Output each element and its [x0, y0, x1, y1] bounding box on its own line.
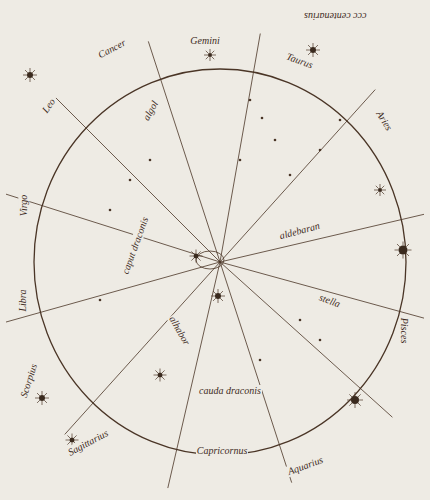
radial-line [220, 34, 260, 262]
star-symbol [347, 392, 363, 408]
handwritten-label: Aquarius [285, 453, 325, 477]
star-dot [261, 117, 264, 120]
handwritten-label: Aries [374, 107, 396, 132]
star-symbol [374, 184, 386, 196]
star-dot [149, 159, 152, 162]
handwritten-label: alhabor [167, 313, 193, 348]
handwritten-label: Cancer [96, 36, 129, 60]
star-symbol [35, 391, 49, 405]
handwritten-label: Scorpius [17, 361, 39, 400]
outer-circle [34, 69, 406, 455]
star-dot [99, 299, 102, 302]
star-symbol [190, 250, 203, 263]
handwritten-label: Virgo [18, 193, 29, 217]
star-symbol [211, 289, 225, 303]
star-dot [129, 179, 132, 182]
radial-line [6, 262, 220, 322]
radial-line [220, 90, 375, 262]
star-symbol [395, 242, 412, 259]
handwritten-label: Taurus [284, 50, 315, 70]
handwritten-label: Pisces [399, 316, 410, 344]
star-symbol [23, 68, 37, 82]
handwritten-label: stella [317, 291, 343, 309]
radial-line [220, 262, 424, 318]
star-dot [249, 99, 252, 102]
handwritten-label: Gemini [189, 35, 220, 46]
radial-line [65, 262, 220, 434]
handwritten-label: algol [140, 97, 161, 122]
star-dot [109, 209, 112, 212]
handwritten-label: Leo [39, 95, 58, 115]
handwritten-label: cauda draconis [198, 385, 262, 396]
handwritten-label: ccc centenarius [303, 11, 367, 22]
handwritten-label: aldebaran [278, 219, 322, 241]
radial-line [220, 214, 424, 262]
star-dot [319, 149, 322, 152]
radial-line [148, 41, 220, 262]
star-dot [339, 119, 342, 122]
star-dot [259, 359, 262, 362]
star-symbol [154, 369, 167, 382]
star-dot [299, 319, 302, 322]
star-dot [289, 174, 292, 177]
handwritten-label: Capricornus [196, 445, 249, 456]
star-symbol [204, 49, 216, 61]
star-symbol [306, 43, 320, 57]
center-circle [196, 251, 224, 269]
star-dot [319, 339, 322, 342]
handwritten-label: caput draconis [119, 214, 150, 276]
handwritten-label: Sagittarius [65, 426, 111, 457]
star-dot [274, 139, 277, 142]
radial-line [6, 194, 220, 262]
handwritten-label: Libra [16, 288, 27, 312]
star-dot [239, 159, 242, 162]
chart-drawing [6, 34, 424, 489]
